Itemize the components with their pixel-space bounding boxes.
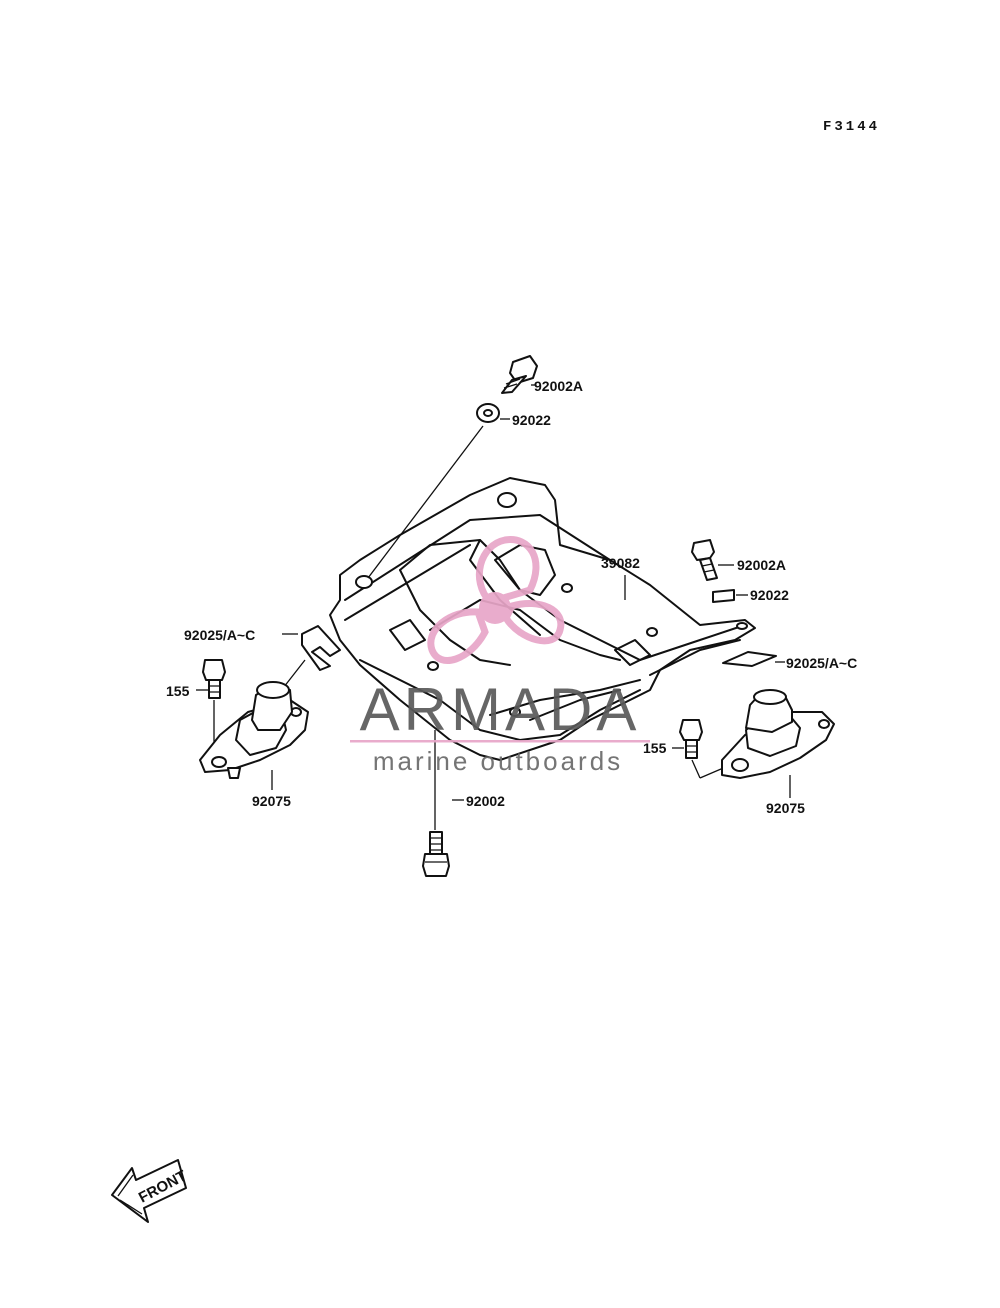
part-label-mount-right: 92075 <box>766 800 805 816</box>
mount-right <box>721 689 835 779</box>
front-arrow-icon <box>111 1159 187 1223</box>
bracket-hole <box>509 707 521 717</box>
propeller-icon <box>427 536 565 664</box>
shim-right <box>722 651 777 667</box>
bracket-hole <box>561 583 573 593</box>
watermark-tagline: marine outboards <box>373 746 623 776</box>
part-label-mount-left: 92075 <box>252 793 291 809</box>
part-label-bolt-bottom: 92002 <box>466 793 505 809</box>
part-label-bolt-left-small: 155 <box>166 683 190 699</box>
watermark-logo: ARMADA marine outboards <box>350 536 650 776</box>
part-label-bolt-top: 92002A <box>534 378 583 394</box>
bolt-top <box>501 355 538 394</box>
bolt-right-small <box>679 719 703 759</box>
watermark-rule <box>350 740 650 743</box>
part-label-bracket: 39082 <box>601 555 640 571</box>
part-label-shim-right: 92025/A~C <box>786 655 857 671</box>
part-label-bolt-right: 92002A <box>737 557 786 573</box>
bracket-hole <box>736 622 748 630</box>
bracket-hole <box>427 661 439 671</box>
washer-right <box>712 589 735 603</box>
bracket-hole <box>355 575 373 589</box>
bracket-plate <box>329 477 756 761</box>
bolt-right <box>691 539 718 581</box>
bolt-bottom <box>422 831 450 877</box>
leader-line <box>367 425 484 579</box>
washer-top-hole <box>483 409 493 417</box>
part-label-washer-right: 92022 <box>750 587 789 603</box>
part-label-shim-left: 92025/A~C <box>184 627 255 643</box>
watermark-brand: ARMADA <box>360 676 641 743</box>
bracket-hole <box>646 627 658 637</box>
bracket-hole <box>497 492 517 508</box>
figure-code: F3144 <box>823 119 880 135</box>
leader-line <box>691 759 701 779</box>
part-label-bolt-right-small: 155 <box>643 740 667 756</box>
part-label-washer-top: 92022 <box>512 412 551 428</box>
bolt-left-small <box>202 659 226 699</box>
mount-left <box>199 681 309 779</box>
shim-left <box>301 625 341 671</box>
